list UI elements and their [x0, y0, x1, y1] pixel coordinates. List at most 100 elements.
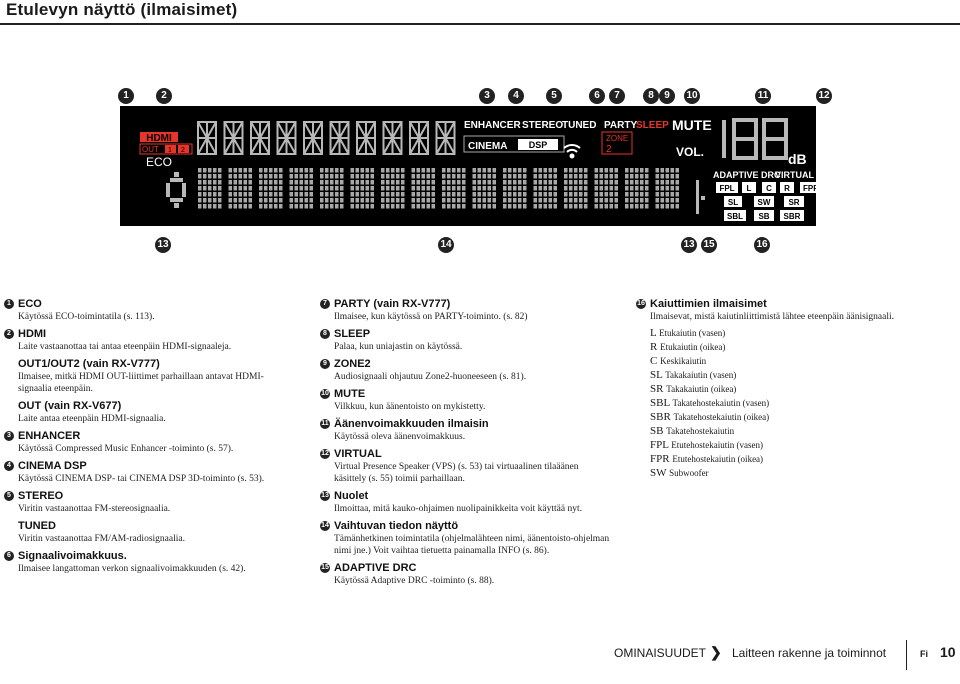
speaker-indicator: FPR	[800, 182, 816, 193]
legend-heading: ENHANCER	[18, 430, 81, 442]
tuned-indicator: TUNED	[562, 120, 596, 131]
legend-heading: HDMI	[18, 328, 47, 340]
speaker-indicator-label: SB	[758, 212, 769, 221]
speaker-indicator: C	[762, 182, 776, 193]
speaker-abbrev: FPR	[650, 453, 670, 465]
legend-description: Laite vastaanottaa tai antaa eteenpäin H…	[18, 342, 232, 352]
legend-description: Viritin vastaanottaa FM/AM-radiosignaali…	[18, 534, 185, 544]
callout-badge: 9	[320, 359, 330, 369]
page-header: Etulevyn näyttö (ilmaisimet)	[0, 0, 960, 25]
speaker-indicator: L	[742, 182, 756, 193]
callout-marker: 4	[508, 88, 524, 104]
callout-marker: 8	[643, 88, 659, 104]
speaker-abbrev: SBL	[650, 397, 670, 409]
legend-description: Ilmoittaa, mitä kauko-ohjaimen nuolipain…	[334, 504, 582, 514]
speaker-abbrev: C	[650, 355, 658, 367]
speaker-indicator: SBR	[780, 210, 804, 221]
signal-strength-icon	[563, 144, 581, 159]
callout-marker: 14	[438, 237, 454, 253]
dot-matrix-character	[411, 168, 435, 209]
legend-description: Käytössä Compressed Music Enhancer -toim…	[18, 444, 234, 454]
hdmi-indicator-bg	[140, 132, 178, 142]
legend-heading: Signaalivoimakkuus.	[18, 550, 127, 562]
stereo-indicator: STEREO	[522, 120, 563, 131]
segment-character	[435, 121, 456, 155]
callout-marker: 1	[118, 88, 134, 104]
legend-description: Ilmaisee langattoman verkon signaalivoim…	[18, 564, 246, 574]
callout-marker: 9	[659, 88, 675, 104]
legend-heading: Vaihtuvan tiedon näyttö	[334, 520, 459, 532]
speaker-name: Takatehostekaiutin (oikea)	[673, 412, 770, 422]
speaker-indicator-label: SL	[728, 198, 738, 207]
callout-badge: 13	[320, 491, 330, 501]
legend-item: 6 Signaalivoimakkuus. Ilmaisee langattoman…	[4, 550, 294, 575]
cinema-dsp-box	[463, 135, 565, 153]
title-rule	[0, 23, 960, 25]
callout-badge: 4	[4, 461, 14, 471]
speaker-indicator-label: SBL	[727, 212, 743, 221]
page-number: 10	[940, 644, 956, 660]
legend-description: Ilmaisevat, mistä kaiutinliittimistä läh…	[650, 312, 895, 322]
speaker-indicator: FPL	[716, 182, 738, 193]
hdmi-indicator: HDMI	[146, 133, 172, 144]
dot-matrix-character	[289, 168, 313, 209]
dot-matrix-character	[625, 168, 649, 209]
speaker-list-item: SR Takakaiutin (oikea)	[650, 382, 946, 396]
callout-badge: 6	[4, 551, 14, 561]
callout-marker: 15	[701, 237, 717, 253]
zone-indicator: ZONE	[606, 134, 628, 143]
callout-badge: 15	[320, 563, 330, 573]
speaker-name: Keskikaiutin	[660, 356, 707, 366]
out2-box	[178, 145, 189, 153]
callout-badge: 16	[636, 299, 646, 309]
speaker-indicator-label: FPR	[803, 184, 816, 193]
callout-marker: 2	[156, 88, 172, 104]
speaker-name: Takakaiutin (vasen)	[665, 370, 737, 380]
arrow-indicator-right	[696, 180, 705, 214]
dot-matrix-row	[198, 168, 679, 209]
speaker-abbrev: SBR	[650, 411, 671, 423]
speaker-indicator-label: SR	[788, 198, 799, 207]
speaker-indicator-label: C	[766, 184, 772, 193]
segment-character	[223, 121, 244, 155]
speaker-abbrev: SW	[650, 467, 667, 479]
dot-matrix-character	[442, 168, 466, 209]
legend-heading: ZONE2	[334, 358, 371, 370]
display-drawing: HDMI OUT 1 2 ECO ENHANCER STEREO TUNED C…	[139, 117, 816, 221]
page-footer: OMINAISUUDET ❯ Laitteen rakenne ja toimi…	[610, 640, 960, 670]
callout-marker: 16	[754, 237, 770, 253]
speaker-list-item: R Etukaiutin (oikea)	[650, 340, 946, 354]
speaker-indicator-label: SW	[758, 198, 771, 207]
callout-badge: 2	[4, 329, 14, 339]
callout-badge: 10	[320, 389, 330, 399]
legend-heading-row: OUT (vain RX-V677)	[4, 400, 294, 412]
legend-heading: PARTY (vain RX-V777)	[334, 298, 451, 310]
segment-character	[409, 121, 429, 155]
legend-item: OUT1/OUT2 (vain RX-V777)Ilmaisee, mitkä …	[4, 358, 294, 395]
speaker-indicator-label: R	[784, 184, 790, 193]
legend-description: Palaa, kun uniajastin on käytössä.	[334, 342, 463, 352]
speaker-name: Etutehostekaiutin (vasen)	[671, 440, 764, 450]
speaker-list-item: SW Subwoofer	[650, 466, 946, 480]
dot-matrix-character	[655, 168, 679, 209]
out-indicator-box	[139, 143, 193, 155]
callout-marker: 10	[684, 88, 700, 104]
legend-description: Ilmaisee, kun käytössä on PARTY-toiminto…	[334, 312, 528, 322]
vol-indicator: VOL.	[676, 145, 704, 159]
legend-heading: OUT (vain RX-V677)	[18, 400, 122, 412]
segment-character	[356, 121, 376, 155]
